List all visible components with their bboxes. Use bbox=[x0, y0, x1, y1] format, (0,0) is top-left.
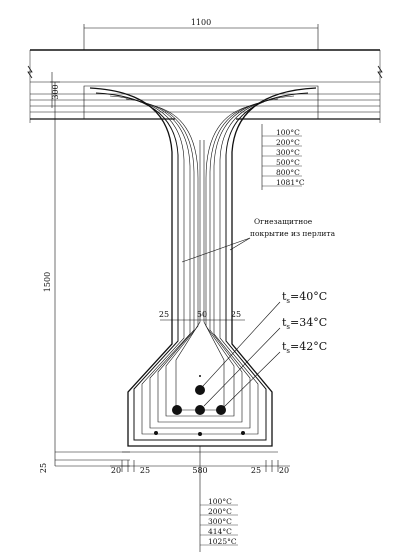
rebar-small-left bbox=[154, 431, 158, 435]
isotherm-base-0: 100°C bbox=[208, 497, 232, 506]
flange-slab bbox=[27, 49, 383, 123]
isotherm-flange-3: 500°C bbox=[276, 158, 300, 167]
coating-note-line-1: Огнезащитное bbox=[254, 217, 313, 226]
dim-label-base-outer-right: 20 bbox=[279, 466, 289, 475]
isotherm-base-4: 1025°C bbox=[208, 537, 237, 546]
dim-flange-width: 1100 bbox=[83, 18, 319, 50]
dim-height: 1500 bbox=[43, 81, 60, 466]
rebar-temp-labels: ts=40°C ts=34°C ts=42°C bbox=[202, 290, 327, 408]
isotherm-list-flange: 100°C 200°C 300°C 500°C 800°C 1081°C bbox=[261, 124, 305, 190]
isotherm-flange-4: 800°C bbox=[276, 168, 300, 177]
rebar-small-right bbox=[241, 431, 245, 435]
isotherm-base-3: 414°C bbox=[208, 527, 232, 536]
dim-label-web-right: 25 bbox=[231, 310, 241, 319]
rebar-right bbox=[216, 405, 226, 415]
isotherm-list-base: 100°C 200°C 300°C 414°C 1025°C bbox=[199, 446, 238, 552]
coating-note: Огнезащитное покрытие из перлита bbox=[181, 217, 336, 263]
dim-label-bottom-25: 25 bbox=[39, 463, 48, 473]
dim-label-base-inner-right: 25 bbox=[251, 466, 261, 475]
isotherm-flange-0: 100°C bbox=[276, 128, 300, 137]
rebar-top bbox=[195, 385, 205, 395]
rebar-small-bottom bbox=[198, 432, 202, 436]
dim-flange-depth: 300 bbox=[51, 72, 60, 108]
rebar-temp-label-3: ts=42°C bbox=[282, 340, 327, 355]
isotherm-base-1: 200°C bbox=[208, 507, 232, 516]
dim-label-web-width: 50 bbox=[197, 310, 207, 319]
rebar-temp-label-1: ts=40°C bbox=[282, 290, 327, 305]
rebar-temp-label-2: ts=34°C bbox=[282, 316, 327, 331]
coating-note-line-2: покрытие из перлита bbox=[250, 229, 336, 238]
rebar-middle bbox=[195, 405, 205, 415]
rebar-left bbox=[172, 405, 182, 415]
isotherm-flange-1: 200°C bbox=[276, 138, 300, 147]
dim-label-base-outer-left: 20 bbox=[111, 466, 121, 475]
rebars bbox=[154, 375, 245, 436]
dim-label-1100: 1100 bbox=[191, 18, 211, 27]
isotherm-flange-5: 1081°C bbox=[276, 178, 305, 187]
dim-label-web-left: 25 bbox=[159, 310, 169, 319]
isotherm-base-2: 300°C bbox=[208, 517, 232, 526]
isotherm-flange-2: 300°C bbox=[276, 148, 300, 157]
dim-web: 25 50 25 bbox=[159, 310, 245, 324]
dim-label-300: 300 bbox=[51, 84, 60, 99]
dim-label-base-inner-left: 25 bbox=[140, 466, 150, 475]
dim-label-1500: 1500 bbox=[43, 272, 52, 292]
